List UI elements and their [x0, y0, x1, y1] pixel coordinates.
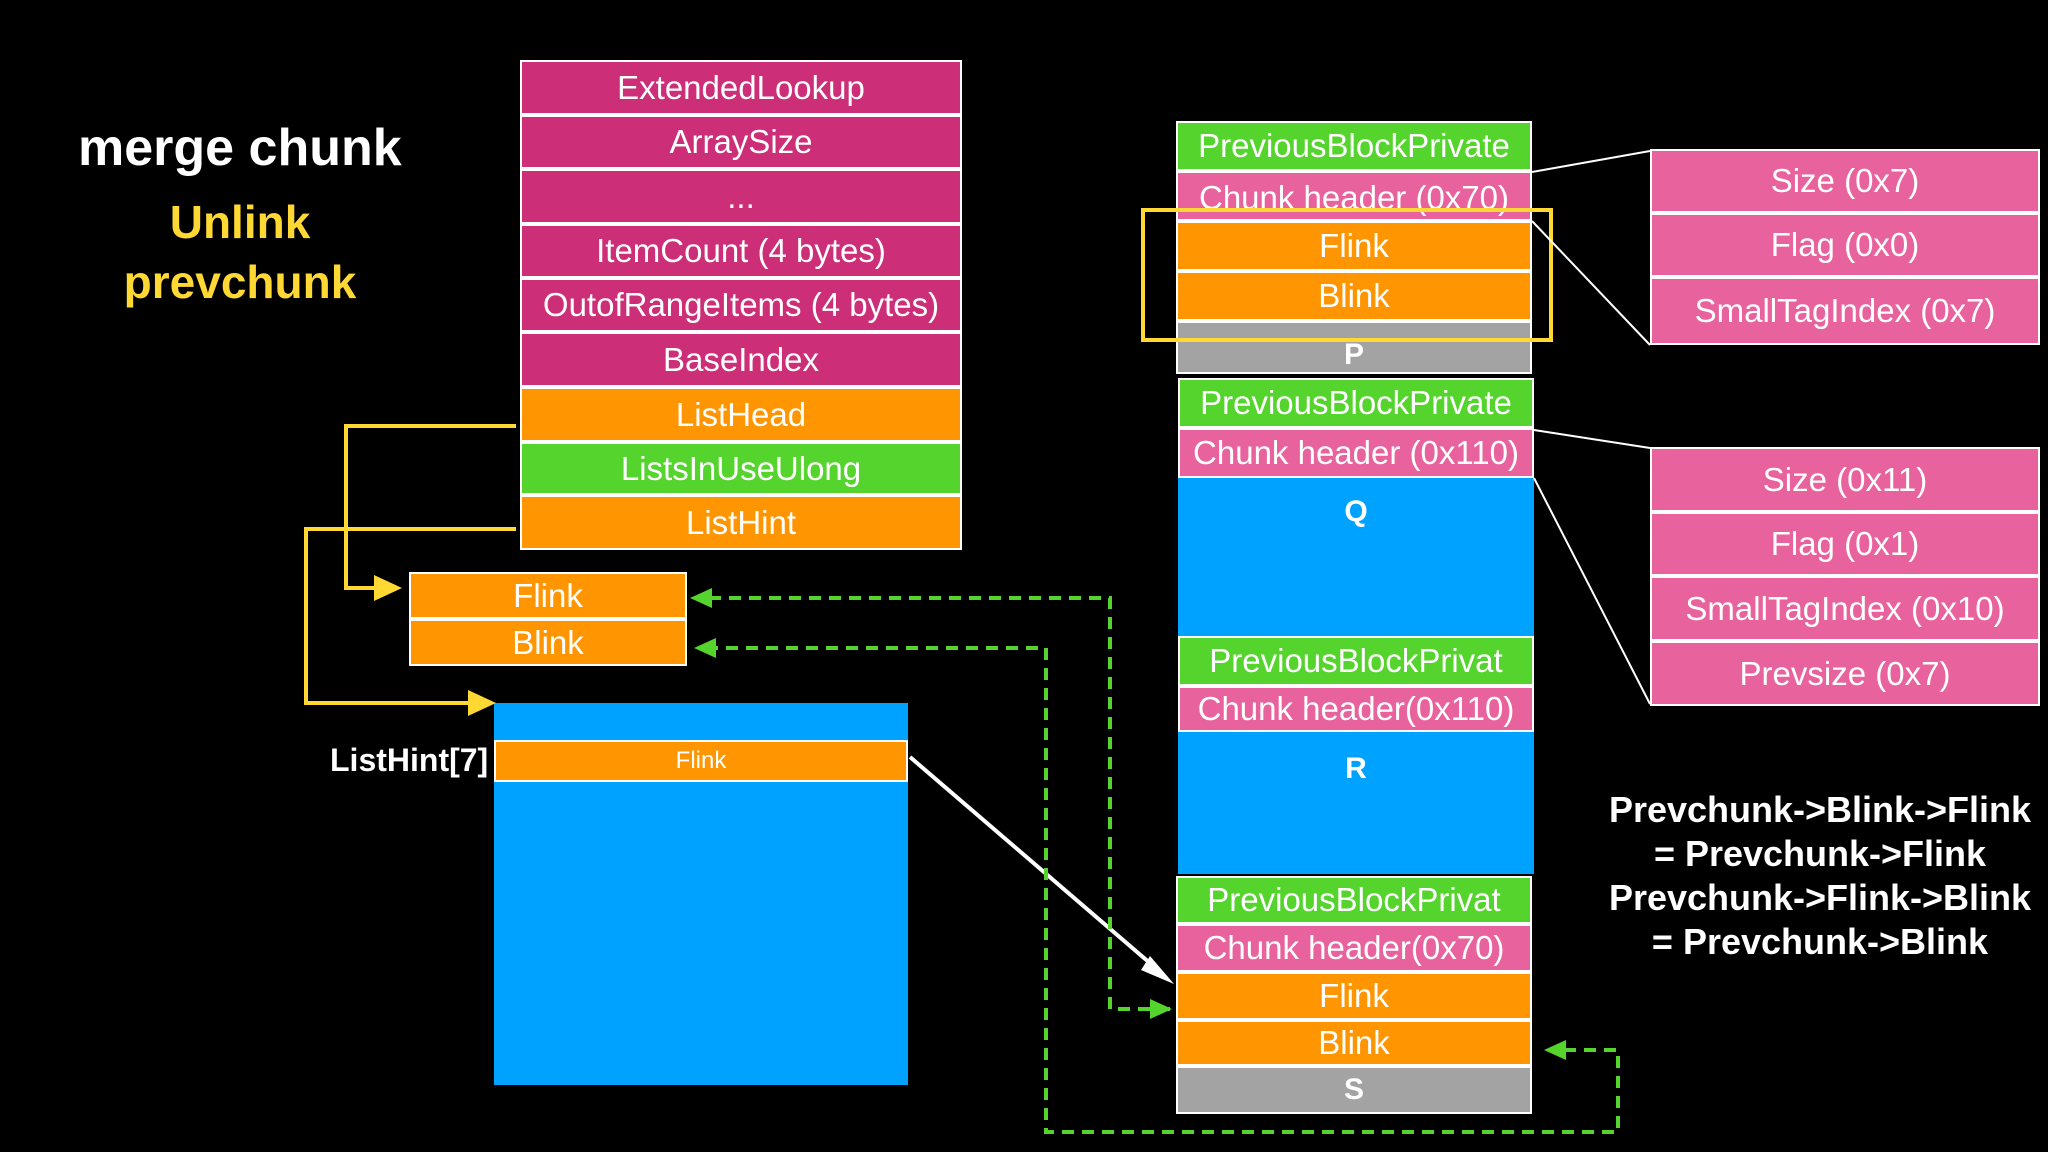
field-base-index: BaseIndex: [520, 332, 962, 387]
s-blink-arrowhead-right: [1544, 1040, 1566, 1060]
listhint-arrowhead: [468, 690, 496, 716]
equation-line-2: = Prevchunk->Flink: [1653, 833, 1987, 874]
equation-line-1: Prevchunk->Blink->Flink: [1608, 789, 2032, 830]
field-array-size: ArraySize: [520, 115, 962, 169]
unlink-equations: Prevchunk->Blink->Flink = Prevchunk->Fli…: [1590, 788, 2048, 964]
detail1-size: Size (0x7): [1650, 149, 2040, 213]
detail2-leader-bottom: [1533, 477, 1651, 705]
chunk-p-header: Chunk header (0x70): [1176, 171, 1532, 221]
chunk-p-blink: Blink: [1176, 271, 1532, 321]
chunk-s-blink: Blink: [1176, 1020, 1532, 1066]
field-item-count: ItemCount (4 bytes): [520, 224, 962, 278]
chunk-r-name: R: [1345, 752, 1367, 785]
subtitle-line-2: prevchunk: [123, 256, 357, 308]
listhead-arrowhead: [374, 575, 402, 601]
chunk-s-flink: Flink: [1176, 972, 1532, 1020]
s-flink-arrowhead-right: [1150, 999, 1172, 1019]
detail1-leader-top: [1531, 150, 1651, 173]
listhead-flink: Flink: [409, 572, 687, 619]
detail1-small-tag-index: SmallTagIndex (0x7): [1650, 277, 2040, 345]
field-ellipsis: ...: [520, 169, 962, 224]
listhead-pointer: [344, 424, 516, 590]
subtitle-line-1: Unlink: [169, 196, 311, 248]
chunk-q-name: Q: [1344, 495, 1368, 528]
subtitle: Unlink prevchunk: [100, 192, 380, 312]
s-flink-to-listhead-flink: [706, 596, 1170, 1011]
chunk-s-prev-block: PreviousBlockPrivat: [1176, 876, 1532, 924]
listhint-pointer: [304, 527, 516, 705]
s-flink-arrowhead-left: [690, 588, 712, 608]
field-list-head: ListHead: [520, 387, 962, 442]
chunk-s-header: Chunk header(0x70): [1176, 924, 1532, 972]
chunk-s-name: S: [1176, 1066, 1532, 1114]
detail1-flag: Flag (0x0): [1650, 213, 2040, 277]
field-extended-lookup: ExtendedLookup: [520, 60, 962, 115]
chunk-q-prev-block: PreviousBlockPrivate: [1178, 378, 1534, 428]
field-lists-in-use-ulong: ListsInUseUlong: [520, 442, 962, 495]
equation-line-3: Prevchunk->Flink->Blink: [1608, 877, 2032, 918]
field-list-hint: ListHint: [520, 495, 962, 550]
chunk-p-prev-block: PreviousBlockPrivate: [1176, 121, 1532, 171]
chunk-r-header: Chunk header(0x110): [1178, 686, 1534, 732]
s-blink-to-listhead-blink: [712, 646, 1620, 1134]
chunk-q-header: Chunk header (0x110): [1178, 428, 1534, 478]
equation-line-4: = Prevchunk->Blink: [1651, 921, 1989, 962]
detail2-flag: Flag (0x1): [1650, 512, 2040, 576]
chunk-p-name: P: [1176, 321, 1532, 374]
listhint-flink-pointer: [908, 755, 1160, 972]
chunk-p-flink: Flink: [1176, 221, 1532, 271]
detail2-size: Size (0x11): [1650, 447, 2040, 512]
listhint-flink-arrowhead: [1141, 956, 1174, 984]
page-title: merge chunk: [78, 119, 402, 177]
listhint-flink: Flink: [494, 740, 908, 782]
detail2-prevsize: Prevsize (0x7): [1650, 641, 2040, 706]
flink-blink-highlight: [1141, 208, 1553, 342]
s-blink-arrowhead-left: [694, 638, 716, 658]
detail2-leader-top: [1533, 429, 1651, 449]
chunk-q-body: [1178, 478, 1534, 636]
chunk-r-prev-block: PreviousBlockPrivat: [1178, 636, 1534, 686]
detail2-small-tag-index: SmallTagIndex (0x10): [1650, 576, 2040, 641]
listhint-label: ListHint[7]: [330, 742, 489, 778]
detail1-leader-bottom: [1531, 220, 1651, 346]
field-out-of-range-items: OutofRangeItems (4 bytes): [520, 278, 962, 332]
listhead-blink: Blink: [409, 619, 687, 666]
chunk-r-body: [1178, 732, 1534, 874]
